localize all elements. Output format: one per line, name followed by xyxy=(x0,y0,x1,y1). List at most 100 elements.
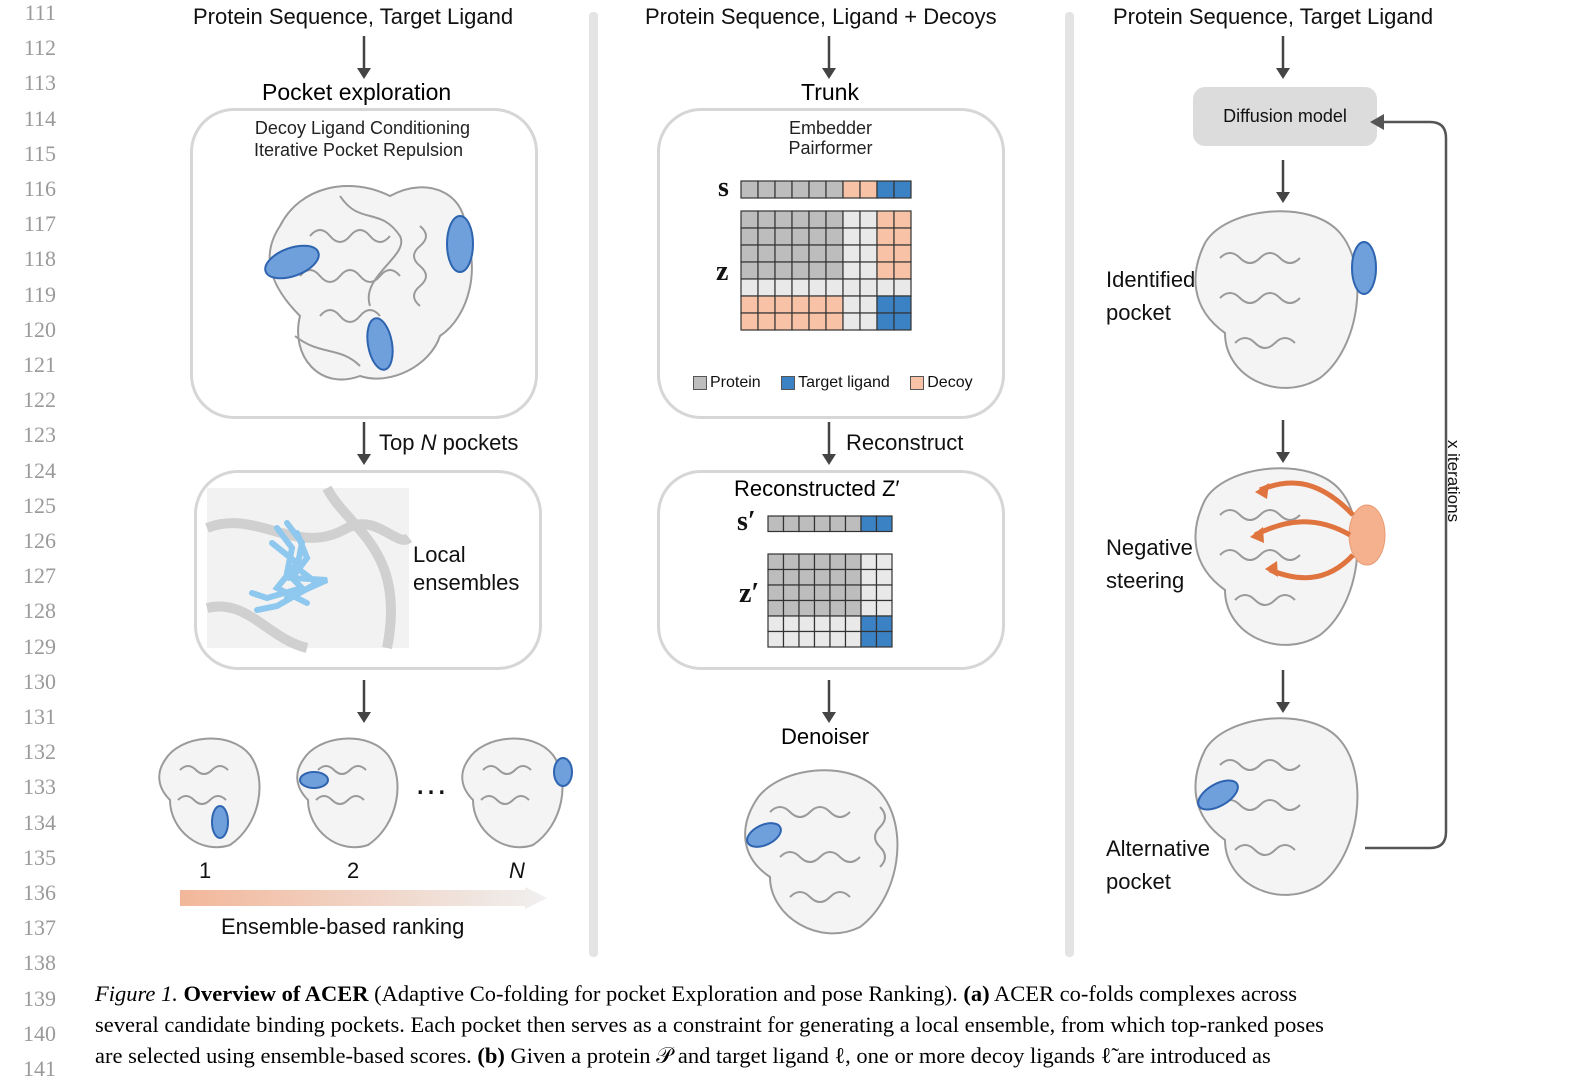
line-number: 134 xyxy=(23,809,56,835)
z-prime-grid-cell xyxy=(875,630,893,648)
z-grid-cell xyxy=(859,244,878,263)
panel-separator-left xyxy=(589,12,598,957)
line-number: 126 xyxy=(23,528,56,553)
z-grid-cell xyxy=(740,227,759,246)
s-prime-grid-cell xyxy=(767,515,785,533)
z-grid-cell xyxy=(808,227,827,246)
line-number: 137 xyxy=(23,915,56,941)
ranking-gradient-arrow xyxy=(180,887,547,909)
line-number: 141 xyxy=(23,1056,56,1081)
z-grid-cell xyxy=(842,261,861,280)
z-grid-cell xyxy=(757,312,776,331)
z-prime-grid-cell xyxy=(860,615,878,633)
z-prime-grid-cell xyxy=(860,584,878,602)
z-grid-cell xyxy=(808,278,827,297)
reconstruct-label: Reconstruct xyxy=(846,430,964,455)
z-prime-grid-cell xyxy=(875,553,893,571)
z-grid-cell xyxy=(791,261,810,280)
z-grid-cell xyxy=(740,278,759,297)
legend-decoy: Decoy xyxy=(910,374,973,392)
s-grid-cell xyxy=(825,180,844,199)
z-grid-cell xyxy=(757,227,776,246)
alternative-pocket-structure xyxy=(1194,717,1359,896)
z-grid-cell xyxy=(893,244,912,263)
z-grid-cell xyxy=(842,244,861,263)
line-number: 113 xyxy=(23,70,56,96)
s-grid-cell xyxy=(876,180,895,199)
z-grid-cell xyxy=(774,261,793,280)
z-prime-grid-cell xyxy=(860,599,878,617)
z-prime-grid-cell xyxy=(798,568,816,586)
z-prime-grid-cell xyxy=(798,630,816,648)
line-number: 123 xyxy=(23,422,56,448)
negative-steering-structure xyxy=(1194,467,1386,646)
s-prime-grid-cell xyxy=(829,515,847,533)
z-prime-grid-cell xyxy=(767,584,785,602)
z-grid-cell xyxy=(825,295,844,314)
line-number: 124 xyxy=(23,457,56,483)
z-prime-grid-cell xyxy=(813,630,831,648)
ranked-pose-2 xyxy=(296,737,399,849)
z-prime-grid-cell xyxy=(844,568,862,586)
z-grid-cell xyxy=(825,261,844,280)
z-grid-cell xyxy=(825,227,844,246)
rank-2: 2 xyxy=(347,858,360,883)
rank-1: 1 xyxy=(199,858,212,883)
z-grid-cell xyxy=(808,312,827,331)
line-number: 116 xyxy=(23,176,56,201)
line-number: 114 xyxy=(23,105,56,131)
s-prime-grid-cell xyxy=(798,515,816,533)
line-number: 115 xyxy=(23,140,56,166)
pocket-exploration-title: Pocket exploration xyxy=(262,79,452,105)
s-grid-cell xyxy=(740,180,759,199)
line-number: 140 xyxy=(23,1020,56,1046)
z-grid-cell xyxy=(791,227,810,246)
z-grid-cell xyxy=(774,210,793,229)
s-prime-grid-cell xyxy=(782,515,800,533)
z-grid-cell xyxy=(791,312,810,331)
trunk-line-1: Embedder xyxy=(788,118,873,138)
z-prime-grid-cell xyxy=(875,584,893,602)
z-prime-grid-cell xyxy=(782,630,800,648)
z-prime-grid-cell xyxy=(860,553,878,571)
z-prime-grid-cell xyxy=(844,615,862,633)
z-prime-grid-cell xyxy=(767,615,785,633)
arrow-a2 xyxy=(357,422,371,465)
s-prime-grid xyxy=(767,515,893,533)
iteration-loop-arrow xyxy=(1365,114,1448,850)
line-number: 125 xyxy=(23,492,56,518)
z-grid-cell xyxy=(876,295,895,314)
z-grid-cell xyxy=(842,312,861,331)
panel-separator-right xyxy=(1065,12,1074,957)
legend-protein: Protein xyxy=(693,374,761,392)
arrow-b2 xyxy=(822,422,836,465)
z-grid-cell xyxy=(808,261,827,280)
arrow-c2 xyxy=(1276,160,1290,203)
z-grid-cell xyxy=(876,312,895,331)
z-grid-cell xyxy=(893,227,912,246)
z-prime-grid-cell xyxy=(782,553,800,571)
arrow-c3 xyxy=(1276,420,1290,463)
z-prime-grid-cell xyxy=(798,599,816,617)
arrow-b1 xyxy=(822,36,836,79)
z-prime-grid-cell xyxy=(844,599,862,617)
line-number: 139 xyxy=(23,985,56,1011)
z-grid-cell xyxy=(876,227,895,246)
line-number: 135 xyxy=(23,844,56,870)
trunk-line-2: Pairformer xyxy=(788,138,873,158)
z-grid-cell xyxy=(808,244,827,263)
z-prime-grid-cell xyxy=(767,630,785,648)
identified-pocket-structure xyxy=(1194,210,1377,389)
line-number: 138 xyxy=(23,950,56,976)
z-prime-label: z′ xyxy=(739,578,760,609)
z-grid-cell xyxy=(825,244,844,263)
rank-n: N xyxy=(509,858,525,883)
z-grid-cell xyxy=(791,210,810,229)
z-grid-cell xyxy=(757,295,776,314)
z-prime-grid-cell xyxy=(798,615,816,633)
z-prime-grid xyxy=(767,553,893,648)
caption-line-3: are selected using ensemble-based scores… xyxy=(95,1043,1271,1068)
s-label: s xyxy=(718,172,729,203)
